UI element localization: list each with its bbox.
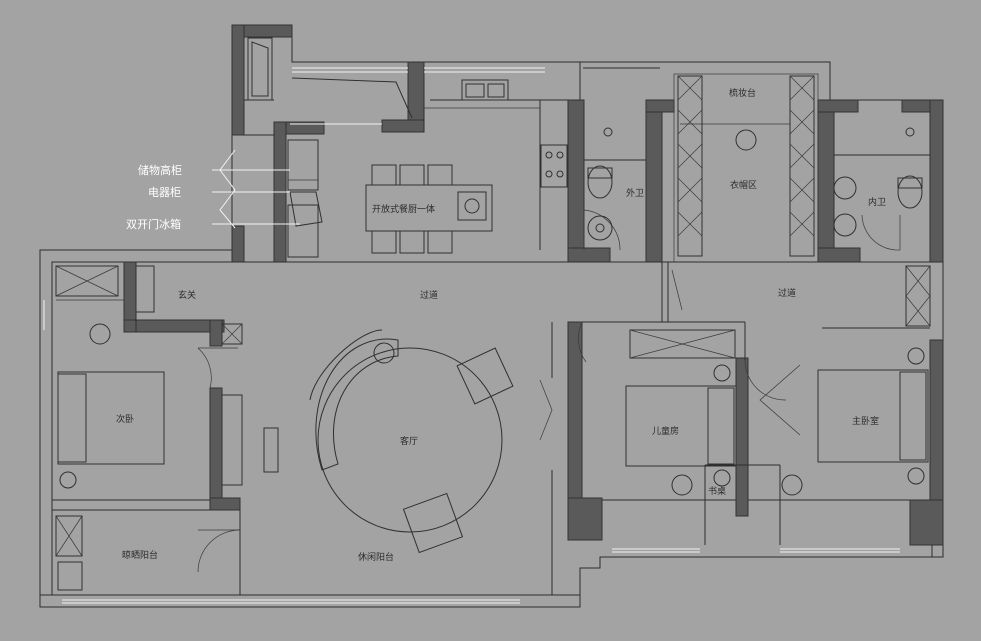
cloakroom-furniture [677,75,815,257]
wall-blocks [123,24,944,546]
label-master-bedroom: 主卧室 [852,415,879,427]
bedroom-furniture [625,265,931,496]
label-corridor-1: 过道 [420,289,438,301]
living-room-furniture [55,329,514,591]
annotation-storage-cabinet: 储物高柜 [138,163,182,177]
bathroom-fixtures [587,127,923,241]
label-guest-bath: 外卫 [626,187,644,199]
windows [43,67,900,604]
annotation-fridge: 双开门冰箱 [126,217,181,231]
annotation-leaders [212,149,300,229]
label-dressing-table: 梳妆台 [729,87,756,99]
label-open-kitchen: 开放式餐厨一体 [372,203,435,215]
label-master-bath: 内卫 [868,196,886,208]
outer-walls [39,24,944,608]
label-kids-room: 儿童房 [652,425,679,437]
kitchen-furniture [247,37,568,258]
label-corridor-2: 过道 [778,287,796,299]
label-leisure-balcony: 休闲阳台 [358,551,394,563]
label-living-room: 客厅 [400,435,418,447]
interior-lines [52,73,940,595]
label-foyer: 玄关 [178,289,196,301]
label-desk: 书桌 [708,485,726,497]
annotation-appliance-cabinet: 电器柜 [148,186,181,199]
doors [197,209,901,573]
label-second-bedroom: 次卧 [116,413,134,425]
label-cloakroom: 衣帽区 [730,179,757,191]
label-laundry-balcony: 晾晒阳台 [122,549,158,561]
second-bedroom-furniture [55,265,279,489]
